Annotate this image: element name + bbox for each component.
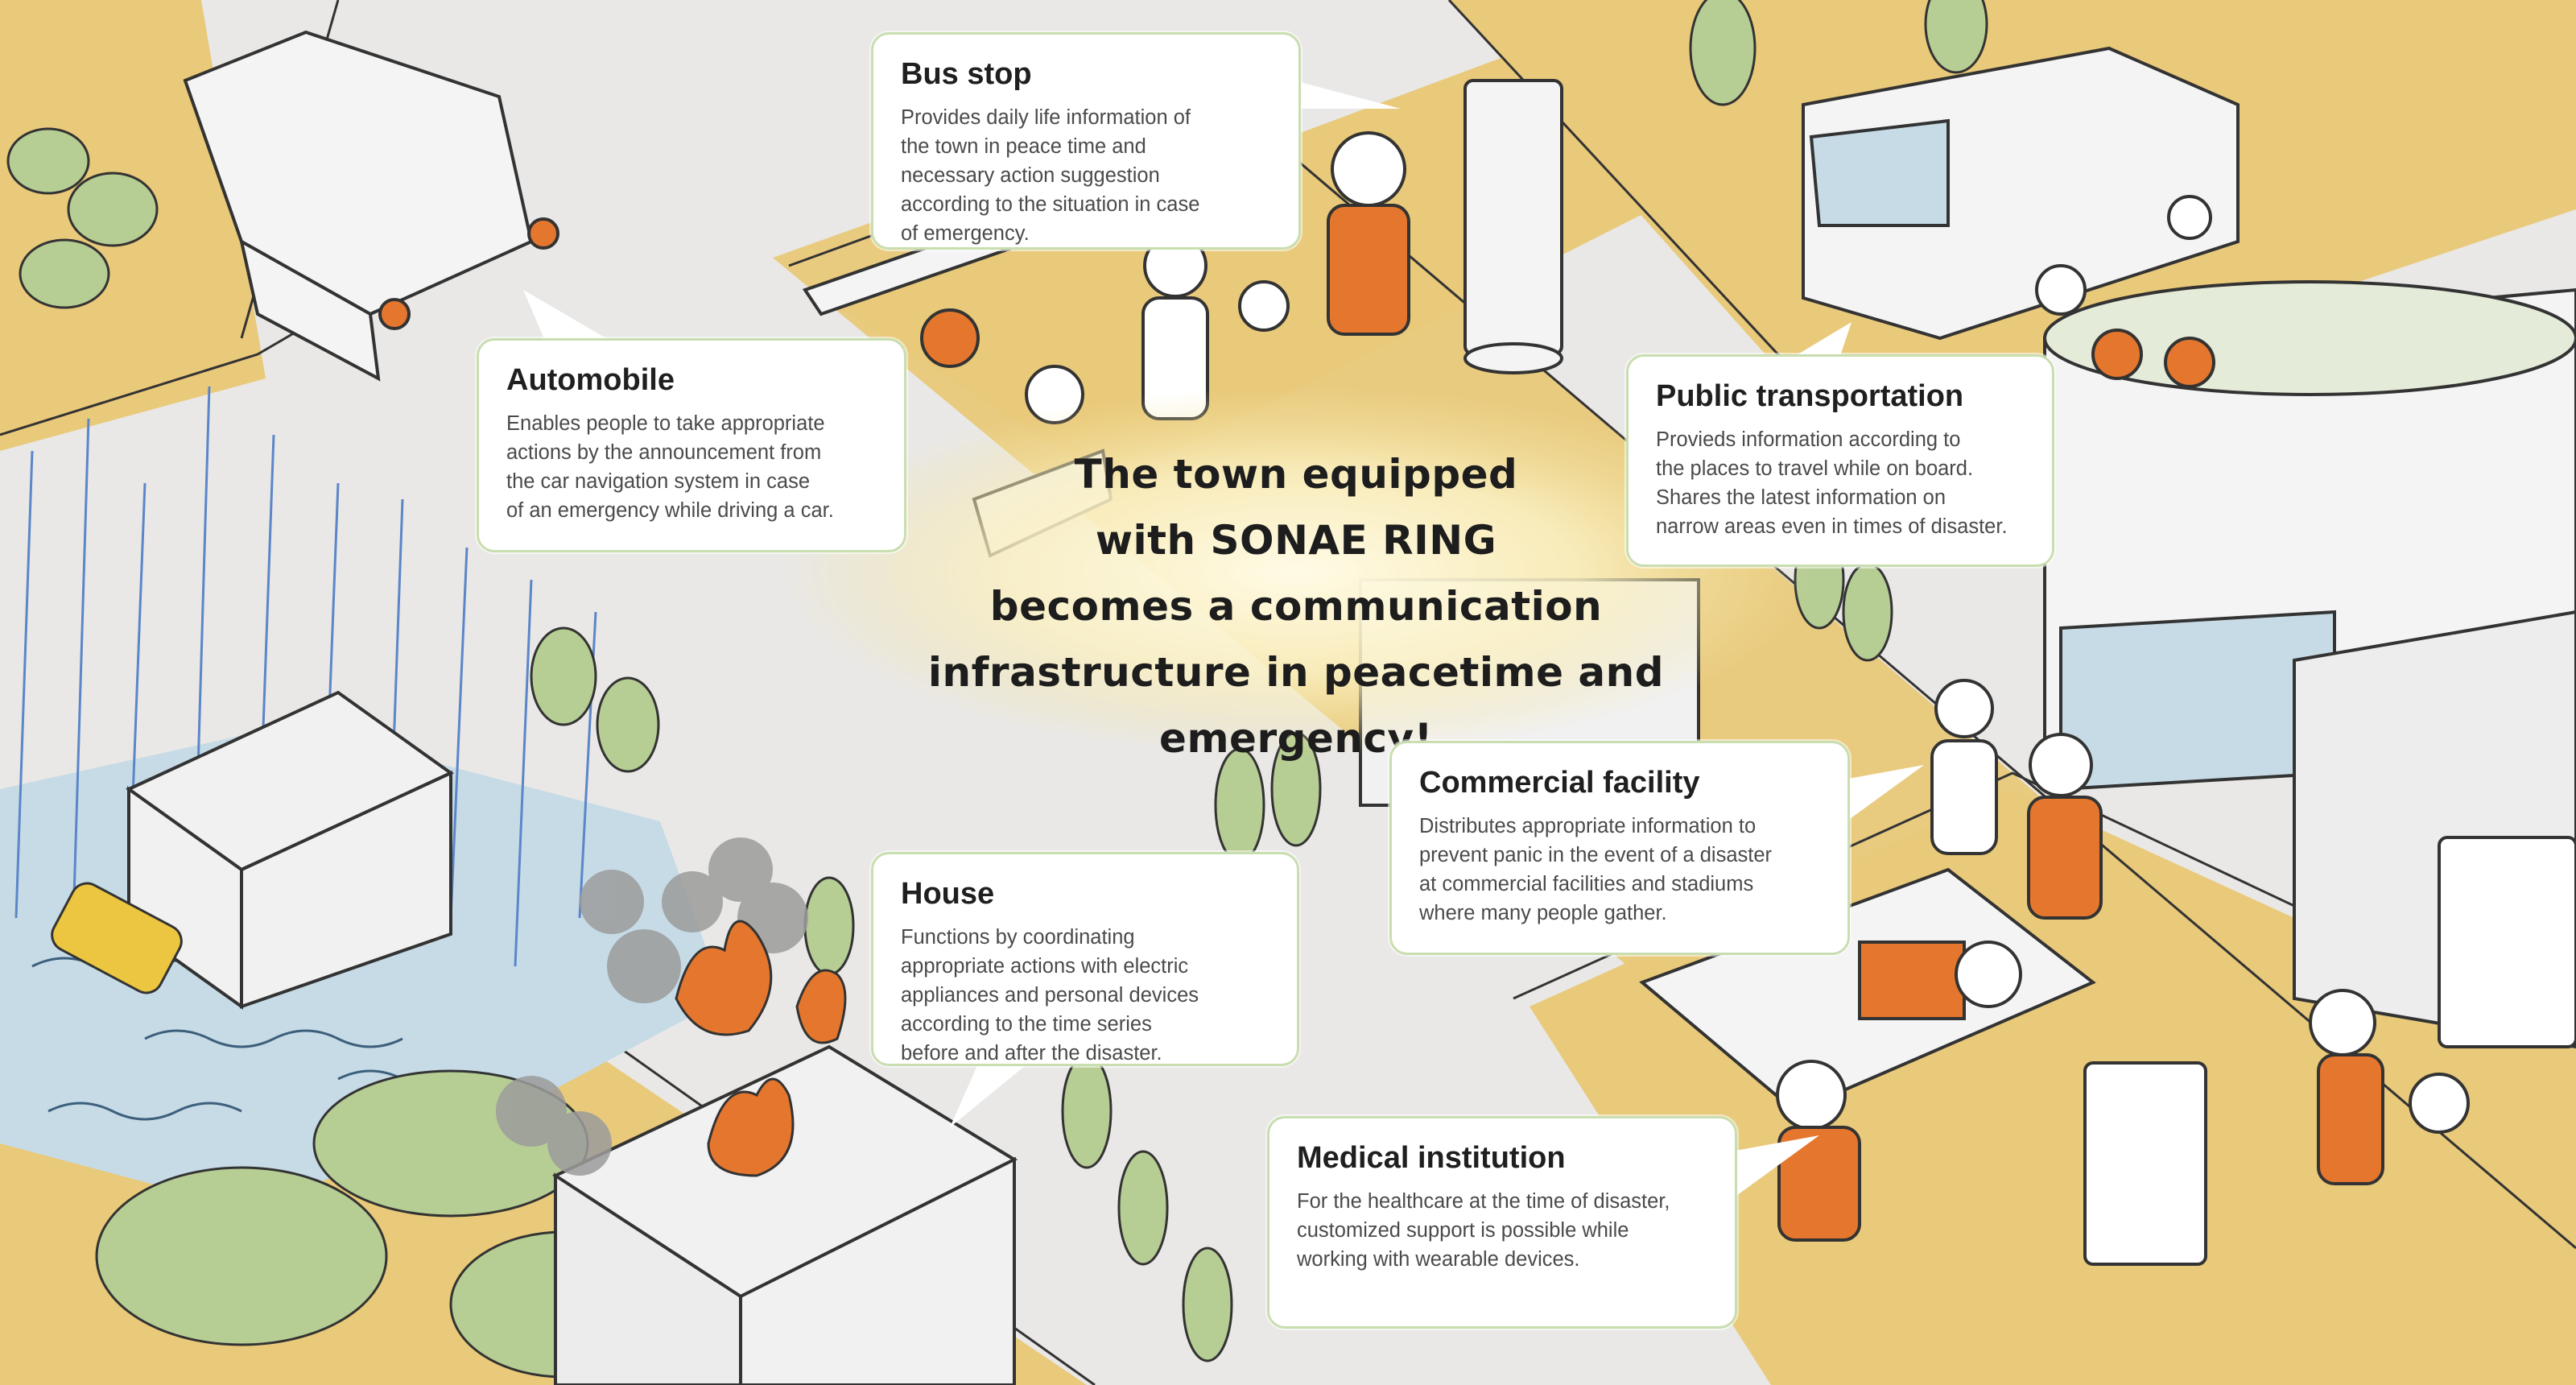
- commercial-facility-title: Commercial facility: [1419, 766, 1700, 800]
- house-title: House: [901, 877, 995, 911]
- automobile-description: Enables people to take appropriate actio…: [506, 412, 834, 522]
- automobile-callout: Automobile Enables people to take approp…: [477, 338, 906, 552]
- public-transportation-callout: Public transportation Provieds informati…: [1626, 354, 2054, 567]
- public-transportation-description: Provieds information according to the pl…: [1656, 428, 2008, 538]
- automobile-callout-tail: [523, 290, 620, 346]
- smoke: [496, 837, 808, 1176]
- medical-institution-callout: Medical institution For the healthcare a…: [1267, 1116, 1737, 1329]
- medical-scene: [1639, 836, 2576, 1266]
- burning-house: [496, 837, 1018, 1385]
- automobile-illustration: [183, 30, 559, 382]
- floating-car: [51, 882, 183, 994]
- bus-stop-description: Provides daily life information of the t…: [901, 106, 1200, 245]
- medical-institution-title: Medical institution: [1297, 1141, 1566, 1175]
- bus-lane: [837, 32, 1811, 483]
- automobile-title: Automobile: [506, 363, 675, 397]
- headline-glow: [781, 387, 1811, 757]
- headline: The town equipped with SONAE RING become…: [927, 451, 1665, 762]
- medical-institution-callout-tail: [1731, 1135, 1819, 1200]
- bus-stop-illustration: [802, 79, 1563, 558]
- commercial-facility-callout: Commercial facility Distributes appropri…: [1389, 741, 1850, 955]
- shoppers: [1930, 679, 2470, 1185]
- house-callout: House Functions by coordinating appropri…: [871, 852, 1299, 1066]
- flooded-house: [126, 690, 454, 1010]
- commercial-facility-callout-tail: [1835, 765, 1924, 829]
- flames: [675, 920, 847, 1177]
- house-description: Functions by coordinating appropriate ac…: [901, 926, 1199, 1065]
- bus-stop-callout: Bus stop Provides daily life information…: [871, 32, 1301, 250]
- bus-stop-title: Bus stop: [901, 57, 1032, 91]
- commercial-facility-description: Distributes appropriate information to p…: [1419, 815, 1773, 924]
- house-callout-tail: [950, 1055, 1038, 1127]
- public-transportation-title: Public transportation: [1656, 379, 1964, 413]
- bus-illustration: [1802, 46, 2240, 341]
- medical-institution-description: For the healthcare at the time of disast…: [1297, 1190, 1670, 1271]
